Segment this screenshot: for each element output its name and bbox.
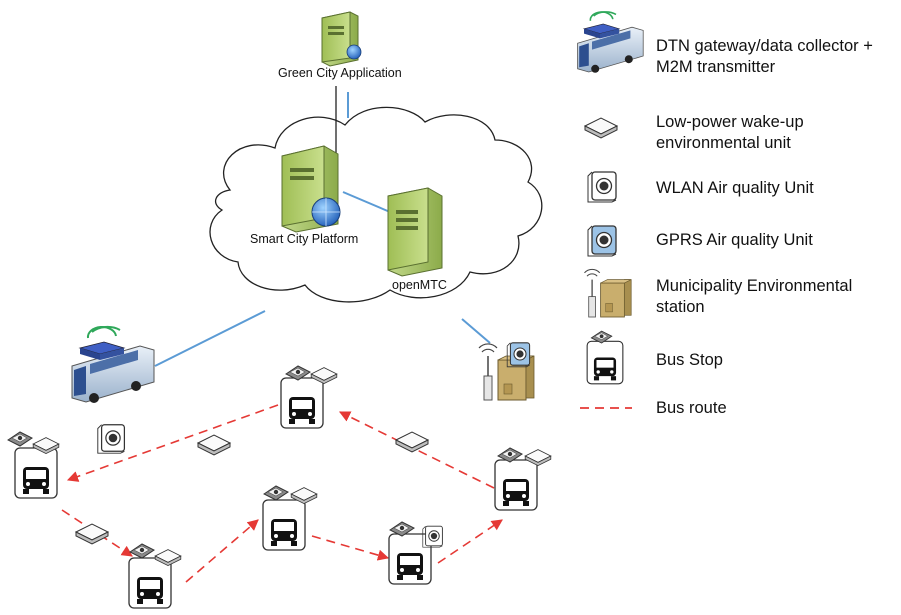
bus-stop-right	[494, 447, 552, 511]
gprs-air-unit-icon	[587, 225, 617, 257]
bus-stop-left	[7, 431, 60, 499]
municipality-station-map-icon	[478, 342, 535, 401]
wlan-air-unit-map-icon	[97, 424, 126, 454]
bus-stop-icon	[586, 330, 624, 385]
wakeup-unit-map-1	[197, 434, 231, 456]
wakeup-unit-icon	[584, 117, 618, 139]
bus-stop-bottom-right	[388, 521, 443, 585]
bus-gateway-icon	[576, 11, 645, 74]
legend-item-wlan-air-unit: WLAN Air quality Unit	[656, 179, 814, 197]
bus-route-lines	[61, 404, 503, 583]
municipality-station-icon	[583, 268, 632, 318]
openmtc-label: openMTC	[392, 278, 447, 292]
legend-item-municipality-station: Municipality Environmental station	[656, 277, 853, 316]
cloud-shape	[209, 106, 543, 303]
link-cloud-bus	[154, 310, 266, 367]
wakeup-unit-map-2	[395, 431, 429, 453]
wakeup-unit-map-3	[75, 523, 109, 545]
dtn-gateway-bus-icon	[71, 325, 155, 404]
legend-item-bus-route: Bus route	[656, 399, 727, 417]
green-city-app-label: Green City Application	[278, 66, 402, 80]
green-city-app-server-icon	[321, 11, 362, 67]
legend-item-wakeup-unit: Low-power wake-up environmental unit	[656, 113, 804, 152]
bus-stop-top	[280, 365, 338, 429]
legend-item-bus-stop: Bus Stop	[656, 351, 723, 369]
wlan-air-unit-icon	[587, 171, 617, 203]
legend-item-dtn-gateway: DTN gateway/data collector + M2M transmi…	[656, 37, 873, 76]
link-platform-openmtc	[342, 191, 391, 213]
smart-city-platform-server-icon	[281, 145, 341, 233]
openmtc-server-icon	[387, 187, 443, 277]
bus-stop-middle	[262, 485, 318, 551]
legend-item-gprs-air-unit: GPRS Air quality Unit	[656, 231, 813, 249]
link-cloud-station	[461, 318, 491, 344]
smart-city-platform-label: Smart City Platform	[250, 232, 359, 246]
bus-stop-bottom-left	[128, 543, 182, 609]
